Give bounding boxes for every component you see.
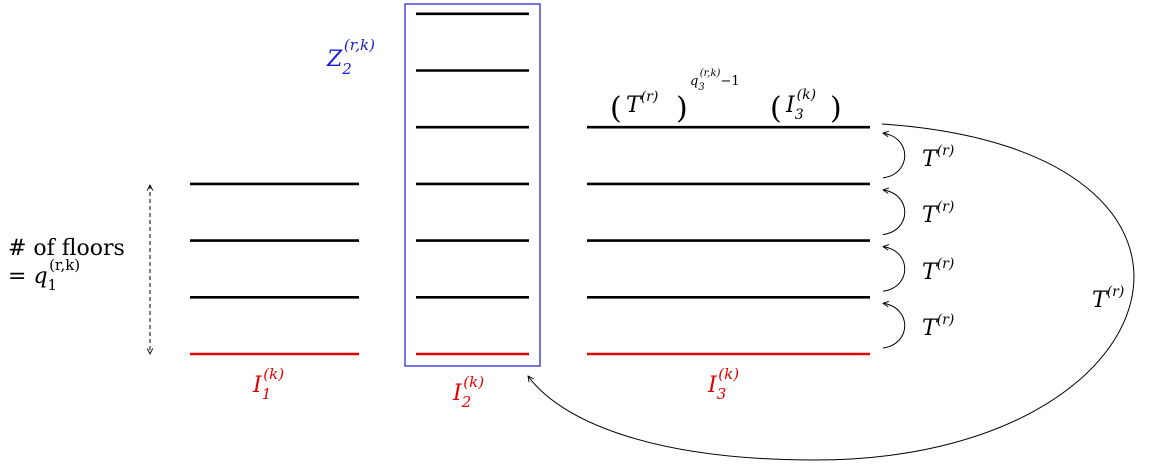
return-arrow [528,123,1135,461]
step-label-1: T(r) [922,143,954,172]
return-label: T(r) [1092,284,1124,313]
label-i2: I2(k) [452,373,484,411]
svg-text:): ) [676,91,688,126]
svg-text:T(r): T(r) [626,89,658,118]
svg-text:): ) [830,91,842,126]
svg-text:I3(k): I3(k) [785,87,816,123]
step-label-2: T(r) [922,199,954,228]
step-arcs [883,133,906,349]
label-i1: I1(k) [252,365,284,403]
tower-3 [587,125,870,356]
svg-text:(: ( [610,91,622,126]
top-formula: ( T(r) ) q3(r,k)−1 ( I3(k) ) [610,68,842,126]
step-arc-2 [883,247,906,292]
floor-count-line1: # of floors [8,236,125,261]
floor-count-line2: = q1(r,k) [8,256,80,294]
step-label-4: T(r) [922,312,954,341]
z2-box [404,3,541,367]
tower-1 [190,182,359,356]
svg-text:(: ( [770,91,782,126]
tower-2 [416,12,529,356]
step-arc-1 [883,303,906,349]
step-arc-4 [883,133,906,179]
step-arc-3 [883,190,906,236]
label-z2: Z2(r,k) [326,36,375,78]
step-label-3: T(r) [922,256,954,285]
svg-text:q3(r,k)−1: q3(r,k)−1 [690,68,740,93]
label-i3: I3(k) [707,365,739,403]
